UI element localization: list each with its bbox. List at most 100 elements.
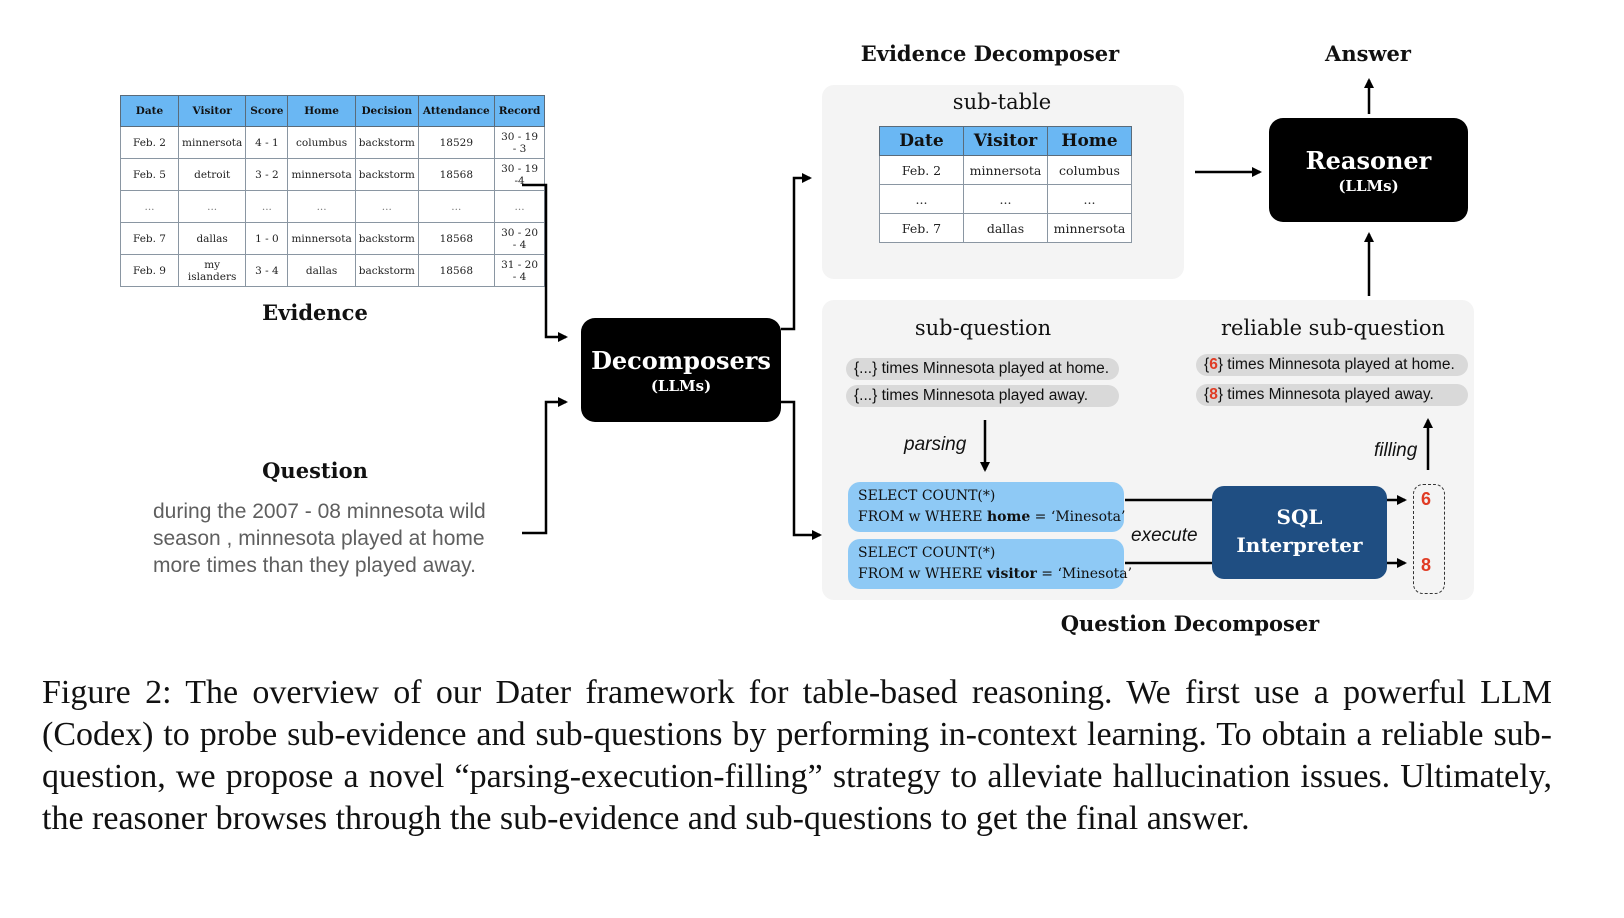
cell: ... bbox=[245, 190, 289, 223]
subtable-wrapper: Date Visitor Home Feb. 2 minnersota colu… bbox=[879, 126, 1132, 243]
sql-interpreter-box: SQL Interpreter bbox=[1212, 486, 1387, 579]
reliable-sub-question-text: times Minnesota played at home. bbox=[1223, 356, 1455, 373]
cell: ... bbox=[963, 184, 1048, 214]
arrow-decomposers-to-subtable bbox=[781, 173, 812, 331]
cell: columbus bbox=[287, 126, 356, 159]
sql-from-where: FROM w WHERE bbox=[858, 566, 987, 582]
table-row-ellipsis: ... ... ... bbox=[879, 184, 1132, 214]
sub-header-visitor: Visitor bbox=[963, 126, 1048, 156]
cell: dallas bbox=[963, 213, 1048, 243]
evidence-section: Date Visitor Score Home Decision Attenda… bbox=[120, 95, 546, 287]
brace-close: } bbox=[1217, 386, 1223, 403]
evidence-label: Evidence bbox=[262, 300, 368, 325]
sql-line2: FROM w WHERE visitor = ‘Minesota’ bbox=[858, 564, 1132, 585]
cell: ... bbox=[120, 190, 179, 223]
header-decision: Decision bbox=[354, 95, 419, 127]
cell: detroit bbox=[177, 158, 247, 191]
cell: minnersota bbox=[177, 126, 247, 159]
header-record: Record bbox=[493, 95, 546, 127]
reliable-sub-question-item: {8} times Minnesota played away. bbox=[1196, 384, 1468, 406]
cell: Feb. 2 bbox=[879, 155, 964, 185]
filled-value: 6 bbox=[1209, 356, 1218, 373]
cell: backstorm bbox=[354, 222, 419, 255]
cell: 30 - 19 -4 bbox=[493, 158, 546, 191]
table-row: Feb. 5 detroit 3 - 2 minnersota backstor… bbox=[120, 158, 546, 191]
cell: ... bbox=[417, 190, 495, 223]
cell: Feb. 9 bbox=[120, 254, 179, 287]
sub-question-item: {...} times Minnesota played away. bbox=[846, 385, 1119, 407]
table-row: Feb. 9 my islanders 3 - 4 dallas backsto… bbox=[120, 254, 546, 287]
sql-line1: SELECT COUNT(*) bbox=[858, 545, 996, 561]
question-label: Question bbox=[262, 458, 368, 483]
header-date: Date bbox=[120, 95, 179, 127]
cell: 4 - 1 bbox=[245, 126, 289, 159]
cell: 1 - 0 bbox=[245, 222, 289, 255]
cell: ... bbox=[1047, 184, 1132, 214]
decomposers-box: Decomposers (LLMs) bbox=[581, 318, 781, 422]
arrow-decomposers-to-sql bbox=[781, 400, 822, 540]
decomposers-title: Decomposers bbox=[591, 346, 771, 375]
execute-label: execute bbox=[1131, 525, 1198, 546]
sql-condition: = ‘Minesota’ bbox=[1030, 509, 1126, 525]
sql-line1: SELECT COUNT(*) bbox=[858, 488, 996, 504]
cell: Feb. 2 bbox=[120, 126, 179, 159]
results-bracket bbox=[1413, 484, 1445, 594]
answer-label: Answer bbox=[1325, 41, 1411, 66]
cell: 18568 bbox=[417, 222, 495, 255]
subtable-header: Date Visitor Home bbox=[879, 126, 1132, 156]
sub-question-item: {...} times Minnesota played at home. bbox=[846, 358, 1119, 380]
cell: ... bbox=[879, 184, 964, 214]
sub-question-text: times Minnesota played away. bbox=[877, 387, 1089, 404]
figure-caption: Figure 2: The overview of our Dater fram… bbox=[42, 674, 1552, 837]
cell: dallas bbox=[177, 222, 247, 255]
cell: 30 - 20 - 4 bbox=[493, 222, 546, 255]
sub-header-date: Date bbox=[879, 126, 964, 156]
cell: 31 - 20 - 4 bbox=[493, 254, 546, 287]
arrow-evidence-to-decomposers bbox=[522, 183, 568, 342]
evidence-table-header: Date Visitor Score Home Decision Attenda… bbox=[120, 95, 546, 127]
arrow-question-to-decomposers bbox=[522, 397, 568, 535]
sub-question-placeholder: {...} bbox=[854, 360, 878, 377]
question-text: during the 2007 - 08 minnesota wild seas… bbox=[153, 500, 486, 577]
cell: 18568 bbox=[417, 254, 495, 287]
sql-from-where: FROM w WHERE bbox=[858, 509, 987, 525]
cell: Feb. 7 bbox=[120, 222, 179, 255]
table-row: Feb. 2 minnersota 4 - 1 columbus backsto… bbox=[120, 126, 546, 159]
sub-question-label: sub-question bbox=[914, 316, 1052, 340]
cell: 30 - 19 - 3 bbox=[493, 126, 546, 159]
cell: 3 - 2 bbox=[245, 158, 289, 191]
result-visitor: 8 bbox=[1421, 555, 1432, 575]
table-row: Feb. 2 minnersota columbus bbox=[879, 155, 1132, 185]
parsing-label: parsing bbox=[904, 434, 967, 455]
interpreter-line2: Interpreter bbox=[1236, 533, 1363, 557]
sql-column: visitor bbox=[986, 566, 1037, 582]
sql-query-home: SELECT COUNT(*) FROM w WHERE home = ‘Min… bbox=[848, 482, 1125, 532]
reliable-sub-question-item: {6} times Minnesota played at home. bbox=[1196, 354, 1468, 376]
cell: minnersota bbox=[287, 158, 356, 191]
reasoner-subtitle: (LLMs) bbox=[1338, 177, 1399, 195]
cell: minnersota bbox=[1047, 213, 1132, 243]
sql-condition: = ‘Minesota’ bbox=[1036, 566, 1133, 582]
evidence-table: Date Visitor Score Home Decision Attenda… bbox=[120, 95, 546, 287]
question-decomposer-label: Question Decomposer bbox=[1060, 611, 1320, 636]
cell: my islanders bbox=[177, 254, 247, 287]
result-home: 6 bbox=[1421, 489, 1432, 509]
header-home: Home bbox=[287, 95, 356, 127]
cell: Feb. 7 bbox=[879, 213, 964, 243]
sql-line2: FROM w WHERE home = ‘Minesota’ bbox=[858, 507, 1125, 528]
filled-value: 8 bbox=[1209, 386, 1218, 403]
table-row-ellipsis: ... ... ... ... ... ... ... bbox=[120, 190, 546, 223]
brace-open: { bbox=[1204, 356, 1210, 373]
reliable-sub-question-label: reliable sub-question bbox=[1220, 316, 1446, 340]
sub-question-placeholder: {...} bbox=[854, 387, 878, 404]
interpreter-line1: SQL bbox=[1276, 505, 1323, 529]
decomposers-subtitle: (LLMs) bbox=[650, 377, 712, 395]
cell: dallas bbox=[287, 254, 356, 287]
sub-question-text: times Minnesota played at home. bbox=[877, 360, 1110, 377]
filling-label: filling bbox=[1374, 440, 1418, 461]
cell: 3 - 4 bbox=[245, 254, 289, 287]
cell: 18529 bbox=[417, 126, 495, 159]
table-row: Feb. 7 dallas minnersota bbox=[879, 213, 1132, 243]
connector-arrows bbox=[522, 78, 1433, 568]
table-row: Feb. 7 dallas 1 - 0 minnersota backstorm… bbox=[120, 222, 546, 255]
